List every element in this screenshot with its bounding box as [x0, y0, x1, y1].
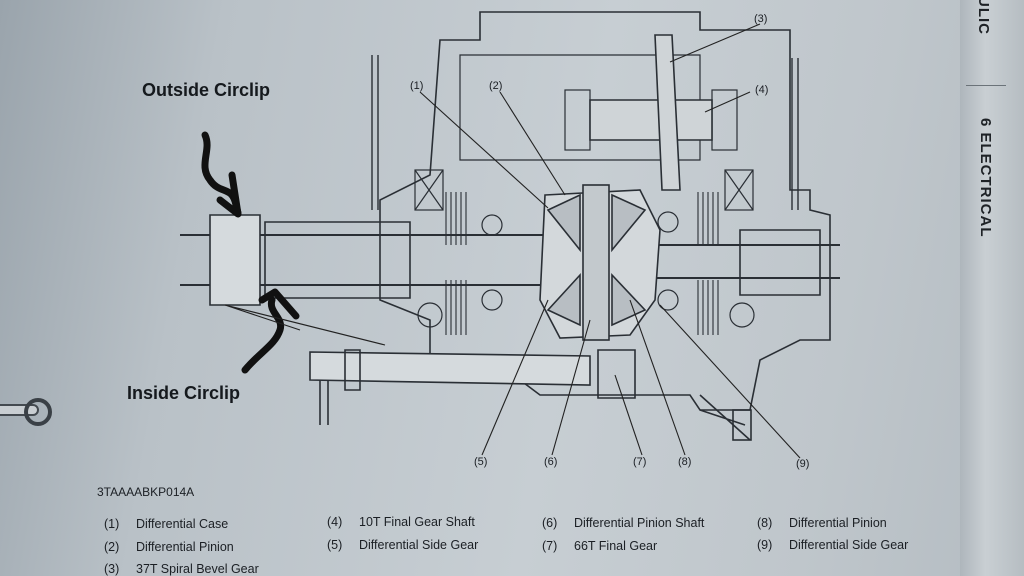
legend-num: (7)	[542, 539, 558, 553]
legend-item-1: (1) Differential Case	[104, 517, 228, 531]
legend-item-2: (2) Differential Pinion	[104, 540, 234, 554]
legend-item-8: (8) Differential Pinion	[757, 516, 887, 530]
inside-circlip-label: Inside Circlip	[127, 383, 241, 403]
legend-text: 37T Spiral Bevel Gear	[136, 562, 259, 576]
legend-item-5: (5) Differential Side Gear	[327, 538, 478, 552]
legend-num: (5)	[327, 538, 343, 552]
callout-8: (8)	[678, 456, 692, 468]
legend-text: 66T Final Gear	[574, 539, 658, 553]
callout-5: (5)	[474, 456, 488, 468]
hand-drawn-arrows	[201, 131, 300, 374]
outside-circlip-label: Outside Circlip	[142, 80, 271, 100]
legend-num: (6)	[542, 516, 558, 530]
callout-2: (2)	[489, 80, 503, 92]
callout-4: (4)	[755, 84, 769, 96]
legend-text: Differential Pinion	[136, 540, 234, 554]
legend-num: (9)	[757, 538, 773, 552]
legend-text: Differential Pinion	[789, 516, 887, 530]
legend-num: (8)	[757, 516, 773, 530]
callout-9: (9)	[796, 458, 810, 470]
tab-electrical: 6 ELECTRICAL	[977, 118, 994, 238]
legend-num: (4)	[327, 515, 343, 529]
binder-ring	[0, 398, 52, 426]
differential-cross-section-diagram	[180, 11, 840, 459]
callout-6: (6)	[544, 456, 558, 468]
legend-text: 10T Final Gear Shaft	[359, 515, 475, 529]
figure-code: 3TAAAABKP014A	[97, 485, 195, 499]
legend-text: Differential Pinion Shaft	[574, 516, 705, 530]
callout-3: (3)	[754, 13, 768, 25]
legend-item-6: (6) Differential Pinion Shaft	[542, 516, 704, 530]
page-edge-tabs	[960, 0, 1024, 576]
legend-text: Differential Side Gear	[359, 538, 479, 552]
legend-num: (3)	[104, 562, 120, 576]
tab-hydraulic: ULIC	[975, 0, 992, 35]
callout-7: (7)	[633, 456, 647, 468]
legend-item-7: (7) 66T Final Gear	[542, 539, 657, 553]
tab-divider	[966, 85, 1006, 86]
legend-num: (1)	[104, 517, 120, 531]
callout-1: (1)	[410, 80, 424, 92]
legend-item-4: (4) 10T Final Gear Shaft	[327, 515, 475, 529]
legend-item-9: (9) Differential Side Gear	[757, 538, 908, 552]
legend-text: Differential Case	[136, 517, 229, 531]
legend-num: (2)	[104, 540, 120, 554]
legend-item-3: (3) 37T Spiral Bevel Gear	[104, 562, 259, 576]
legend-text: Differential Side Gear	[789, 538, 909, 552]
